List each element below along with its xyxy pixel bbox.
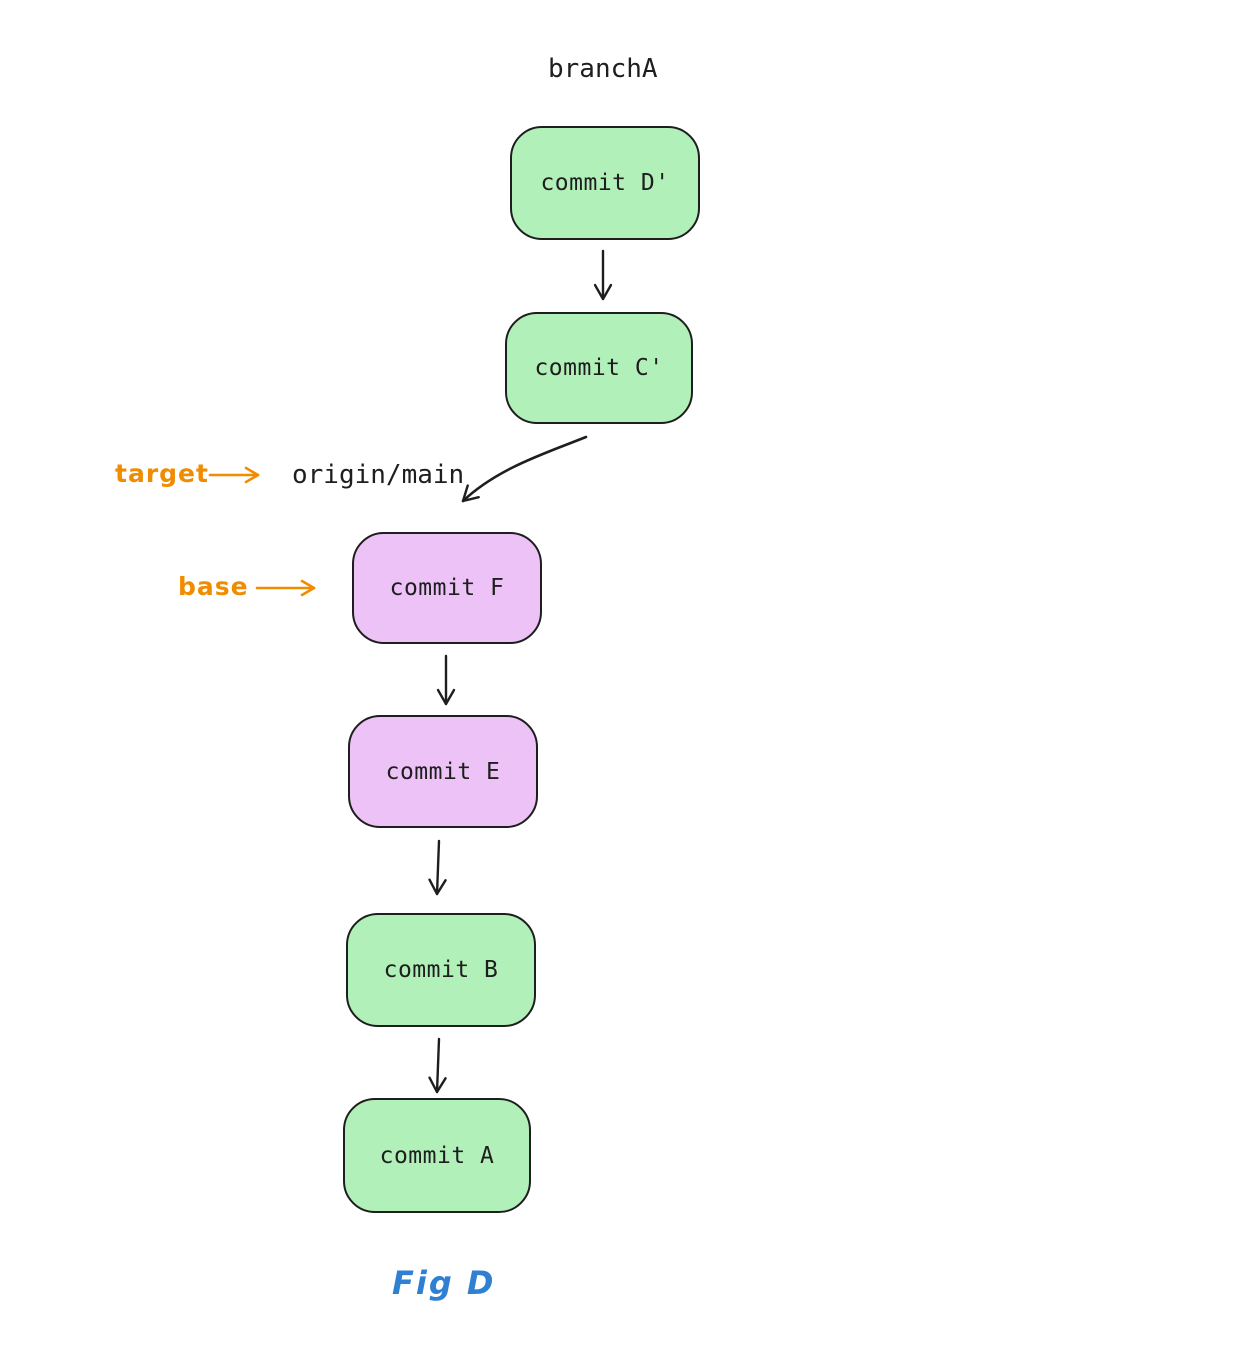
- commit-node-label: commit C': [534, 355, 664, 381]
- commit-node-a: commit A: [343, 1098, 531, 1213]
- figure-caption: Fig D: [392, 1264, 496, 1302]
- edge-cprime-to-f-curved: [461, 435, 588, 503]
- commit-node-label: commit F: [389, 575, 505, 601]
- origin-main-ref-label: origin/main: [292, 460, 465, 490]
- commit-node-d-prime: commit D': [510, 126, 700, 240]
- commit-node-label: commit A: [379, 1142, 495, 1169]
- commit-node-e: commit E: [348, 715, 538, 828]
- commit-node-label: commit B: [383, 957, 499, 983]
- edge-e-to-b: [428, 839, 447, 896]
- base-annotation-label: base: [178, 572, 249, 601]
- edge-b-to-a: [428, 1037, 447, 1094]
- commit-node-f: commit F: [352, 532, 542, 644]
- commit-node-label: commit E: [385, 758, 501, 785]
- commit-node-label: commit D': [540, 170, 670, 196]
- target-annotation-label: target: [115, 459, 209, 488]
- commit-node-c-prime: commit C': [505, 312, 693, 424]
- branch-label: branchA: [548, 54, 658, 84]
- commit-node-b: commit B: [346, 913, 536, 1027]
